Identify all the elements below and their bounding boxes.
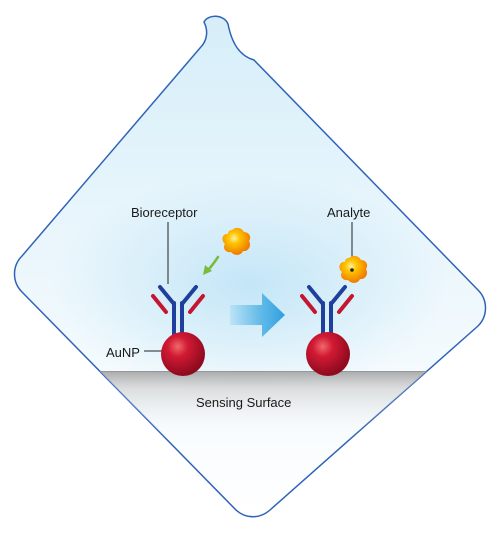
small-curved-arrow-icon xyxy=(203,255,220,275)
right-aunp xyxy=(306,332,350,376)
bioreceptor-label: Bioreceptor xyxy=(131,205,198,220)
left-aunp xyxy=(161,332,205,376)
bound-analyte xyxy=(339,255,368,283)
background-glow xyxy=(50,175,450,395)
analyte-label: Analyte xyxy=(327,205,371,220)
right-antibody xyxy=(300,285,354,340)
aunp-label: AuNP xyxy=(106,345,140,360)
right-arrow-icon xyxy=(230,293,285,337)
free-analyte xyxy=(222,227,251,255)
sensing-surface-label: Sensing Surface xyxy=(196,395,292,410)
